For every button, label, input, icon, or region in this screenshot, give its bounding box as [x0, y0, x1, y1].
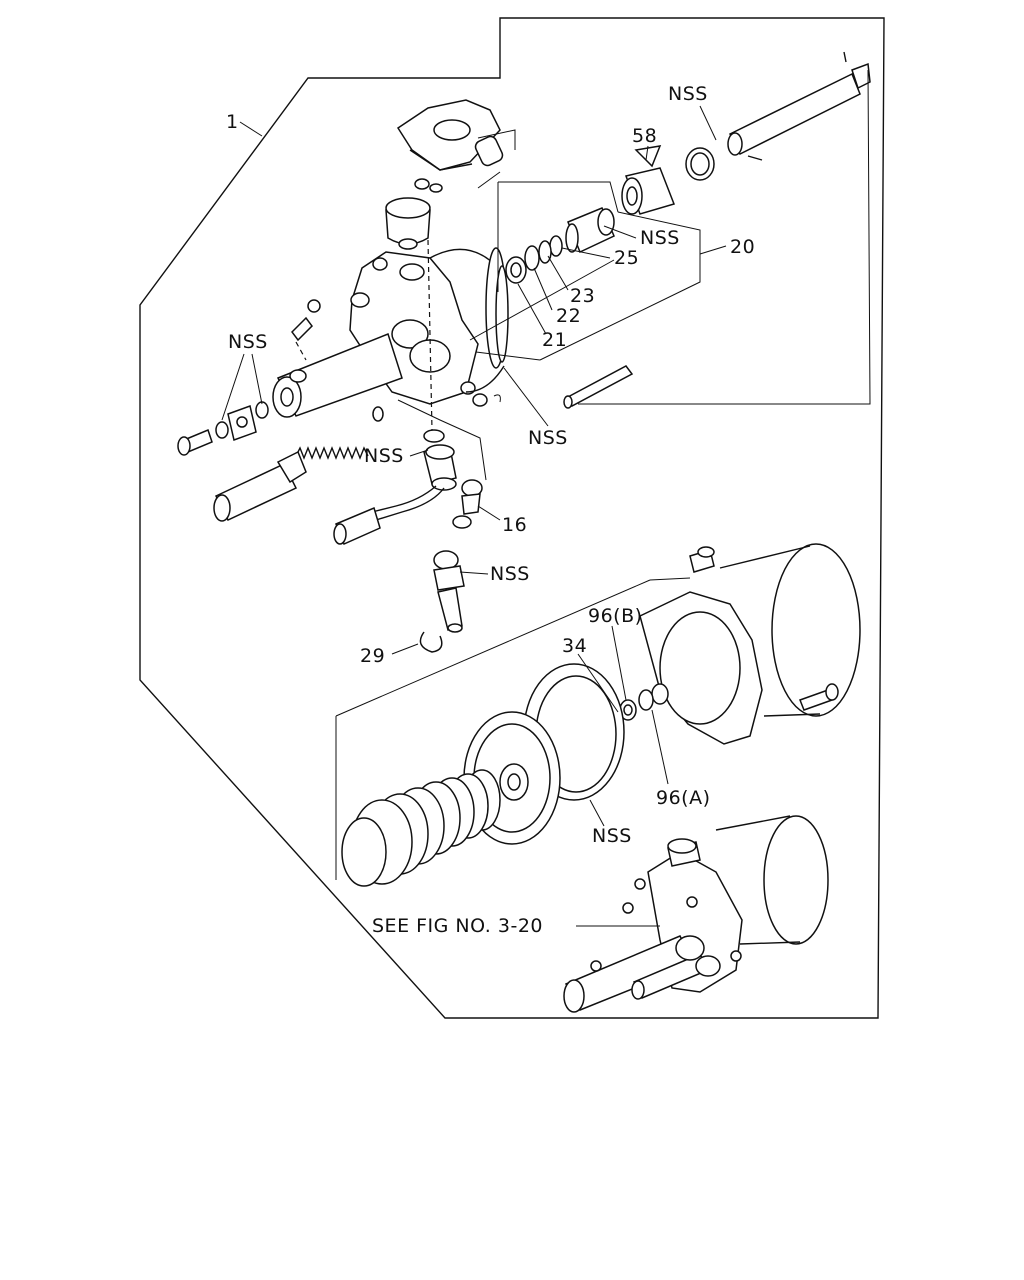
item-96a-leader — [651, 709, 669, 785]
housing-bolt-right-part — [799, 683, 839, 711]
vent-cap-part — [385, 197, 431, 250]
nss-piston-leader — [603, 225, 637, 239]
item-20-leader — [699, 245, 727, 255]
assembled-unit-part — [563, 815, 829, 1013]
group-20-bracket — [497, 181, 701, 361]
item-58-leader — [645, 145, 649, 161]
nss-elbow-leader — [459, 571, 489, 575]
nss-elbow-label: NSS — [490, 563, 530, 585]
item-34-leader — [577, 653, 619, 713]
cylinder-58-part — [621, 145, 675, 215]
nss-fitting-label: NSS — [364, 445, 404, 467]
bleeder-valve-part — [291, 299, 321, 361]
nss-rod-leader — [503, 367, 549, 427]
union-fitting-part — [423, 444, 457, 491]
piston-part — [565, 207, 615, 254]
gasket-plate-part — [639, 591, 763, 745]
item-1-leader — [239, 121, 263, 137]
nss-left-label: NSS — [228, 331, 268, 353]
return-spring-part — [295, 406, 384, 460]
housing-bolt-top-part — [689, 546, 715, 573]
item-21-label: 21 — [542, 329, 567, 351]
item-22-leader — [533, 267, 553, 311]
nss-top-leader — [699, 105, 717, 141]
center-vertical-dash — [427, 239, 433, 431]
elbow-fitting-part — [433, 550, 465, 633]
diaphragm-disk-part — [485, 247, 509, 369]
rod-bracket-line — [469, 259, 615, 361]
item-58-label: 58 — [632, 125, 657, 147]
item-29-leader — [391, 643, 419, 655]
item-20-label: 20 — [730, 236, 755, 258]
washer-96b-part — [619, 699, 637, 721]
lower-nuts-part — [472, 393, 501, 407]
sensor-cable-part — [333, 485, 445, 546]
item-16-label: 16 — [502, 514, 527, 536]
output-rod-part — [727, 51, 871, 161]
pin-part — [563, 365, 634, 409]
snap-ring-part — [419, 631, 443, 653]
item-25-label: 25 — [614, 247, 639, 269]
item-22-label: 22 — [556, 305, 581, 327]
top-cover-part — [396, 99, 501, 171]
top-bushing-part — [474, 135, 504, 167]
nss-rod-label: NSS — [528, 427, 568, 449]
item-34-label: 34 — [562, 635, 587, 657]
banjo-bolt-part — [177, 428, 213, 456]
item-96a-label: 96(A) — [656, 787, 711, 809]
nss-diaphragm-leader — [589, 799, 605, 827]
item-96b-leader — [611, 625, 627, 701]
item-96b-label: 96(B) — [588, 605, 643, 627]
right-frame-line — [578, 69, 871, 405]
housing-can-part — [719, 543, 861, 717]
nss-left-leader — [221, 353, 263, 421]
washer-part — [423, 429, 445, 443]
item-1-label: 1 — [226, 111, 239, 133]
seal-rings-part — [505, 235, 563, 284]
push-rod-part — [213, 450, 307, 522]
main-spring-part — [341, 769, 501, 887]
cover-bracket — [477, 129, 516, 189]
small-nut-part — [414, 178, 443, 193]
item-23-label: 23 — [570, 285, 595, 307]
item-23-leader — [547, 255, 569, 291]
left-cylinder-part — [272, 333, 403, 418]
nss-fitting-leader — [409, 449, 429, 457]
nss-diaphragm-label: NSS — [592, 825, 632, 847]
clip-16-part — [452, 479, 483, 529]
nss-piston-label: NSS — [640, 227, 680, 249]
item-25-leader — [561, 247, 611, 259]
item-21-leader — [517, 283, 547, 335]
nut-96a-part — [638, 683, 669, 711]
see-fig-label: SEE FIG NO. 3-20 — [372, 915, 543, 937]
lower-frame-line — [335, 577, 691, 880]
item-16-leader — [477, 505, 501, 521]
nss-top-label: NSS — [668, 83, 708, 105]
hose-bracket-line — [397, 399, 487, 481]
banjo-fitting-part — [215, 401, 269, 441]
assembly-outline — [139, 17, 885, 1019]
item-29-label: 29 — [360, 645, 385, 667]
retaining-ring-part — [685, 147, 715, 181]
